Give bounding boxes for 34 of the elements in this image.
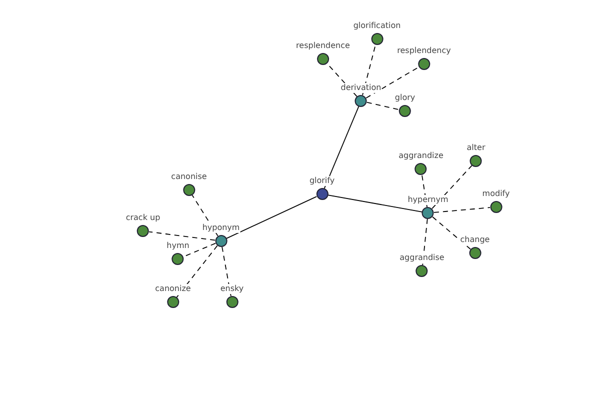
node-label: canonize: [154, 284, 192, 294]
node-label: alter: [466, 143, 486, 153]
node-label: glorify: [308, 176, 336, 186]
node-label: ensky: [219, 284, 245, 294]
dashed-connector: [432, 164, 472, 210]
node-label: aggrandise: [398, 253, 446, 263]
connector: [324, 106, 360, 189]
dashed-connector: [422, 218, 428, 266]
dashed-connector: [326, 63, 358, 97]
node-label: modify: [481, 189, 511, 199]
connector: [327, 194, 423, 212]
node-label: hyponym: [201, 223, 241, 233]
node-label: change: [459, 235, 491, 245]
node-label: derivation: [340, 83, 382, 93]
dashed-connector: [222, 246, 232, 297]
node-label: aggrandize: [398, 151, 444, 161]
node-label: hypernym: [406, 195, 450, 205]
dashed-connector: [366, 102, 400, 110]
node-label: canonise: [170, 172, 208, 182]
node-label: resplendency: [396, 46, 452, 56]
node-label: glorification: [352, 21, 402, 31]
connector: [226, 196, 317, 239]
node-label: resplendence: [295, 41, 351, 51]
node-label: crack up: [124, 213, 162, 223]
dashed-connector: [362, 44, 376, 96]
node-label: hymn: [166, 241, 190, 251]
dashed-connector: [432, 216, 471, 250]
dashed-connector: [434, 207, 490, 213]
dashed-connector: [176, 245, 218, 298]
dashed-connector: [422, 174, 428, 208]
dashed-connector: [183, 242, 216, 258]
node-label: glory: [394, 93, 416, 103]
dashed-connector: [148, 231, 216, 241]
dashed-connector: [366, 66, 420, 98]
